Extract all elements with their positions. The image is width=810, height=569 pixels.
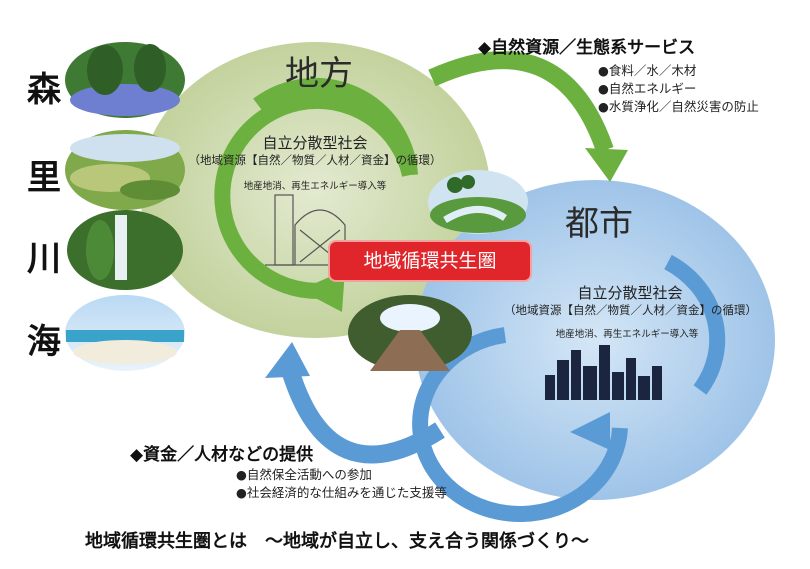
rural-cycle-arrow	[214, 92, 418, 299]
support-flow-item: ●社会経済的な仕組みを通じた支援等	[236, 485, 447, 500]
nature-flow-arrow	[428, 51, 614, 153]
footer-caption: 地域循環共生圏とは ～地域が自立し、支え合う関係づくり～	[85, 531, 589, 552]
forest-label: 森	[27, 70, 61, 110]
river-label: 川	[27, 239, 61, 279]
nature-flow-arrowhead	[585, 148, 628, 182]
forest-photo	[65, 42, 185, 118]
river-photo	[67, 210, 183, 290]
rural-system-note: 地産地消、再生エネルギー導入等	[243, 181, 387, 192]
support-flow-item: ●自然保全活動への参加	[236, 467, 372, 482]
rural-system-sub: （地域資源【自然／物質／人材／資金】の循環）	[188, 153, 442, 167]
urban-cycle-arrowhead	[570, 412, 610, 450]
nature-flow-heading: ◆自然資源／生態系サービス	[478, 38, 696, 58]
nature-flow-list: ●食料／水／木材 ●自然エネルギー ●水質浄化／自然災害の防止	[598, 62, 759, 116]
support-flow-heading: ◆資金／人材などの提供	[130, 445, 314, 465]
support-flow-arrow	[281, 367, 445, 464]
village-label: 里	[27, 158, 61, 198]
urban-system-note: 地産地消、再生エネルギー導入等	[555, 329, 699, 340]
sea-label: 海	[27, 322, 61, 362]
city-skyline	[545, 345, 662, 400]
village-photo	[65, 130, 185, 210]
urban-system-title: 自立分散型社会	[577, 284, 683, 302]
rural-system-title: 自立分散型社会	[262, 134, 368, 152]
support-flow-arrowhead	[265, 342, 310, 378]
railway-photo	[348, 295, 472, 371]
urban-system-sub: （地域資源【自然／物質／人材／資金】の循環）	[504, 303, 757, 317]
rural-cycle-arrowhead	[300, 270, 345, 312]
nature-flow-item: ●食料／水／木材	[598, 63, 697, 78]
nature-flow-item: ●自然エネルギー	[598, 81, 697, 96]
rural-title: 地方	[285, 54, 353, 94]
landscape-photo	[428, 170, 528, 234]
urban-title: 都市	[565, 204, 633, 244]
nature-flow-item: ●水質浄化／自然災害の防止	[598, 99, 759, 114]
sea-photo	[65, 295, 185, 371]
center-badge: 地域循環共生圏	[330, 242, 530, 280]
support-flow-list: ●自然保全活動への参加 ●社会経済的な仕組みを通じた支援等	[236, 466, 447, 502]
